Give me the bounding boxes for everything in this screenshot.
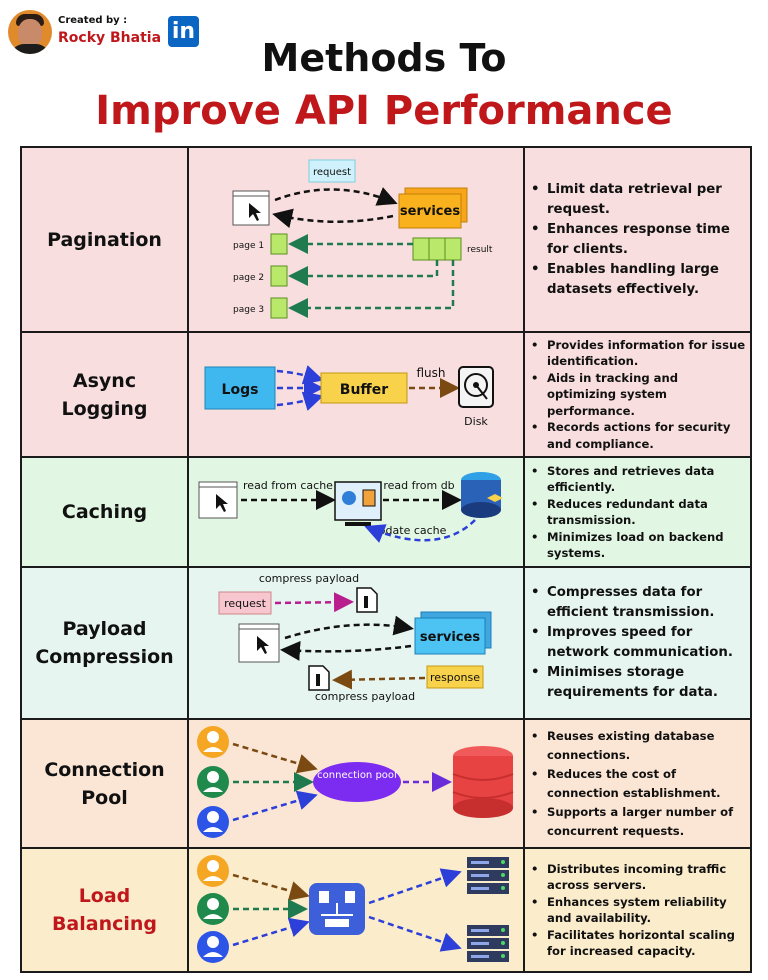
- created-by-label: Created by :: [58, 15, 128, 26]
- database-icon: [461, 472, 503, 518]
- caching-benefits: Stores and retrieves data efficiently. R…: [525, 463, 750, 562]
- load-balancer-icon: [309, 883, 365, 935]
- buffer-label: Buffer: [340, 382, 388, 398]
- method-name-line2: Logging: [61, 397, 148, 420]
- page3-label: page 3: [233, 305, 264, 315]
- services-label: services: [400, 204, 460, 219]
- header: Created by : Rocky Bhatia in Methods To …: [0, 0, 768, 140]
- benefit-item: Distributes incoming traffic across serv…: [531, 861, 750, 894]
- method-name-line1: Connection: [44, 758, 165, 781]
- benefit-item: Aids in tracking and optimizing system p…: [531, 370, 750, 420]
- compress-payload-top-label: compress payload: [259, 572, 359, 585]
- user-icon-orange: [197, 855, 229, 887]
- request-label: request: [313, 167, 351, 178]
- client-window-icon: [198, 481, 238, 519]
- user-icon-green: [197, 893, 229, 925]
- benefit-item: Enhances system reliability and availabi…: [531, 894, 750, 927]
- client-window-icon: [232, 190, 270, 226]
- author-name: Rocky Bhatia: [58, 30, 162, 46]
- row-caching: Caching read from cache: [22, 458, 750, 568]
- zip-file-icon: [308, 665, 330, 691]
- user-icon-orange: [197, 726, 229, 758]
- benefit-item: Improves speed for network communication…: [531, 623, 750, 663]
- linkedin-icon[interactable]: in: [168, 16, 199, 47]
- read-db-label: read from db: [383, 479, 454, 492]
- benefit-item: Records actions for security and complia…: [531, 419, 750, 452]
- benefit-item: Enables handling large datasets effectiv…: [531, 260, 750, 300]
- cache-server-icon: [334, 481, 382, 526]
- disk-icon: [458, 366, 494, 408]
- method-name: Caching: [22, 458, 189, 566]
- flush-label: flush: [416, 366, 445, 380]
- zip-file-icon: [356, 587, 378, 613]
- method-name-line1: Load: [78, 885, 131, 907]
- client-window-icon: [238, 623, 280, 663]
- load-balancing-diagram: [189, 849, 525, 971]
- disk-label: Disk: [464, 415, 488, 428]
- connection-pool-benefits: Reuses existing database connections. Re…: [525, 727, 750, 841]
- pagination-benefits: Limit data retrieval per request. Enhanc…: [525, 180, 750, 300]
- async-logging-diagram: Logs Buffer flush Disk: [189, 333, 525, 456]
- async-logging-benefits: Provides information for issue identific…: [525, 337, 750, 453]
- user-icon-blue: [197, 806, 229, 838]
- user-icon-blue: [197, 931, 229, 963]
- server-rack-icon: [467, 925, 509, 962]
- payload-compression-diagram: compress payload request services: [189, 568, 525, 718]
- pagination-diagram: request services result page 1: [189, 148, 525, 331]
- author-avatar: [8, 10, 52, 54]
- methods-table: Pagination request services: [20, 146, 752, 973]
- method-name-line1: Payload: [62, 618, 147, 640]
- benefit-item: Enhances response time for clients.: [531, 220, 750, 260]
- method-name-line2: Balancing: [51, 913, 158, 935]
- payload-compression-benefits: Compresses data for efficient transmissi…: [525, 583, 750, 703]
- benefit-item: Stores and retrieves data efficiently.: [531, 463, 750, 496]
- svg-text:read from cache: read from cache: [243, 479, 333, 492]
- page2-label: page 2: [233, 273, 264, 283]
- connection-pool-label: connection pool: [317, 770, 397, 781]
- page-title-line2: Improve API Performance: [95, 88, 673, 134]
- request-label: request: [224, 597, 267, 610]
- result-label: result: [467, 245, 493, 255]
- logs-label: Logs: [222, 382, 259, 398]
- benefit-item: Reuses existing database connections.: [531, 727, 750, 765]
- user-icon-green: [197, 766, 229, 798]
- page-title-line1: Methods To: [261, 36, 507, 80]
- read-cache-label: read from cache: [243, 479, 333, 492]
- caching-diagram: read from cache read from db upda: [189, 458, 525, 566]
- benefit-item: Reduces redundant data transmission.: [531, 496, 750, 529]
- page1-label: page 1: [233, 241, 264, 251]
- compress-payload-bottom-label: compress payload: [315, 690, 415, 703]
- server-rack-icon: [467, 857, 509, 894]
- benefit-item: Limit data retrieval per request.: [531, 180, 750, 220]
- method-name-line1: Async: [72, 369, 137, 392]
- benefit-item: Minimises storage requirements for data.: [531, 663, 750, 703]
- method-name-line2: Compression: [35, 646, 174, 668]
- connection-pool-diagram: connection pool: [189, 720, 525, 847]
- benefit-item: Compresses data for efficient transmissi…: [531, 583, 750, 623]
- update-cache-label: update cache: [372, 524, 447, 537]
- benefit-item: Minimizes load on backend systems.: [531, 529, 750, 562]
- benefit-item: Supports a larger number of concurrent r…: [531, 803, 750, 841]
- benefit-item: Provides information for issue identific…: [531, 337, 750, 370]
- benefit-item: Reduces the cost of connection establish…: [531, 765, 750, 803]
- method-name-line2: Pool: [81, 786, 128, 809]
- method-name: Pagination: [22, 148, 189, 331]
- benefit-item: Facilitates horizontal scaling for incre…: [531, 927, 750, 960]
- row-pagination: Pagination request services: [22, 148, 750, 333]
- database-icon: [452, 746, 514, 818]
- services-label: services: [420, 630, 480, 645]
- load-balancing-benefits: Distributes incoming traffic across serv…: [525, 861, 750, 960]
- response-label: response: [430, 671, 480, 684]
